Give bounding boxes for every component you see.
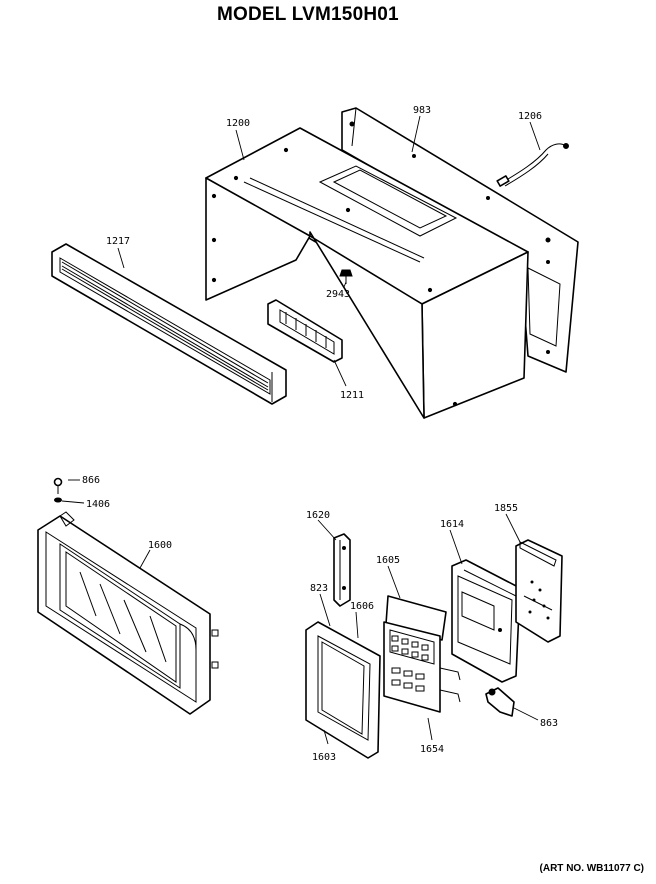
power-cord	[496, 143, 569, 187]
callout-1614: 1614	[440, 519, 464, 530]
callout-1620: 1620	[306, 510, 330, 521]
cabinet	[205, 127, 529, 419]
callout-1217: 1217	[106, 236, 130, 247]
callout-1211: 1211	[340, 390, 364, 401]
callout-1855: 1855	[494, 503, 518, 514]
clip	[485, 687, 515, 717]
door-washer	[54, 497, 62, 503]
callout-2943: 2943	[326, 289, 350, 300]
screw	[339, 269, 353, 284]
callout-1206: 1206	[518, 111, 542, 122]
back-panel	[341, 107, 579, 373]
callout-983: 983	[413, 105, 431, 116]
door	[37, 511, 219, 715]
callout-1605: 1605	[376, 555, 400, 566]
callout-823: 823	[310, 583, 328, 594]
latch-bracket	[333, 533, 351, 607]
control-board	[451, 559, 521, 683]
grille	[51, 243, 287, 405]
page-title: MODEL LVM150H01	[217, 4, 399, 25]
callout-866: 866	[82, 475, 100, 486]
callout-labels: 1200 983 1206 1217 2943 1211 866 1406 16…	[82, 105, 558, 763]
front-frame	[305, 621, 381, 759]
callout-1200: 1200	[226, 118, 250, 129]
touch-panel	[383, 621, 461, 713]
callout-1603: 1603	[312, 752, 336, 763]
window	[385, 595, 447, 641]
callout-863: 863	[540, 718, 558, 729]
callout-1406: 1406	[86, 499, 110, 510]
leader-lines	[61, 115, 541, 745]
door-screw	[53, 477, 63, 494]
art-number: (ART NO. WB11077 C)	[539, 863, 644, 874]
circuit-board	[515, 539, 563, 643]
vent	[267, 299, 343, 363]
callout-1600: 1600	[148, 540, 172, 551]
callout-1606: 1606	[350, 601, 374, 612]
callout-1654: 1654	[420, 744, 444, 755]
